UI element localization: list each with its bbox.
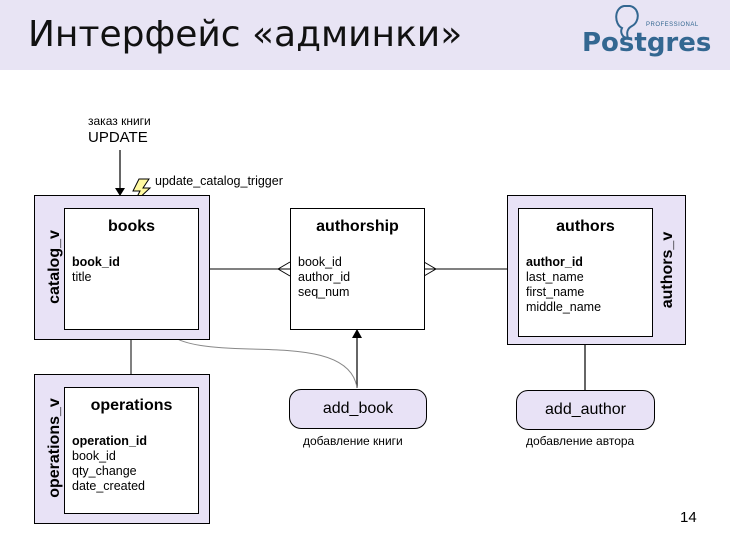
field: author_id — [298, 270, 351, 284]
table-name: operations — [90, 397, 173, 414]
trigger-label: update_catalog_trigger — [155, 174, 283, 188]
function-add-author: add_author — [516, 390, 655, 430]
slide-title: Интерфейс «админки» — [28, 14, 463, 55]
table-authors: authors author_id last_name first_name m… — [518, 208, 653, 337]
field: first_name — [526, 285, 585, 299]
field: qty_change — [72, 464, 137, 478]
field: last_name — [526, 270, 584, 284]
field: title — [72, 270, 92, 284]
field: date_created — [72, 479, 145, 493]
table-operations: operations operation_id book_id qty_chan… — [64, 387, 199, 514]
primary-key-field: author_id — [526, 255, 583, 269]
function-add-book: add_book — [289, 389, 427, 429]
logo-word: Postgres — [582, 28, 712, 58]
view-label-catalog: catalog_v — [46, 230, 63, 304]
elephant-icon — [615, 5, 639, 40]
primary-key-field: operation_id — [72, 434, 148, 448]
logo-tag: PROFESSIONAL — [646, 22, 699, 28]
caption-add-author: добавление автора — [526, 434, 635, 448]
slide-header — [0, 0, 730, 70]
field: book_id — [298, 255, 342, 269]
caption-add-book: добавление книги — [303, 434, 403, 448]
annotation-order: заказ книги — [88, 114, 151, 128]
view-label-operations: operations_v — [46, 398, 63, 498]
field: middle_name — [526, 300, 602, 314]
annotation-update: UPDATE — [88, 129, 148, 146]
table-authorship: authorship book_id author_id seq_num — [290, 208, 425, 330]
table-name: books — [107, 218, 156, 235]
primary-key-field: book_id — [72, 255, 120, 269]
postgres-professional-logo: PROFESSIONAL Postgres — [582, 5, 711, 58]
field: book_id — [72, 449, 116, 463]
field: seq_num — [298, 285, 350, 299]
page-number: 14 — [680, 509, 697, 526]
table-name: authorship — [316, 218, 399, 235]
table-books: books book_id title — [64, 208, 199, 330]
view-label-authors: authors_v — [659, 231, 676, 309]
table-name: authors — [556, 218, 615, 235]
